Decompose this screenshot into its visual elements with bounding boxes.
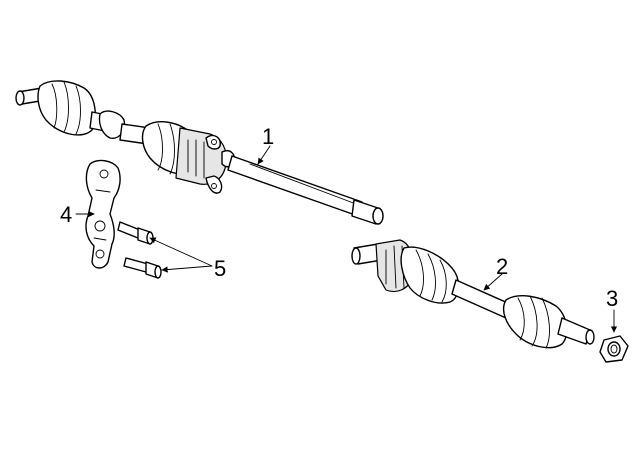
callout-2: 2 [496, 254, 508, 279]
callout-4: 4 [60, 202, 72, 227]
callout-1: 1 [262, 124, 274, 149]
support-bracket-drawing [85, 159, 121, 269]
callout-5: 5 [214, 256, 226, 281]
axle-2-drawing [351, 239, 595, 349]
callout-3: 3 [606, 286, 618, 311]
axle-1-drawing [15, 80, 384, 225]
callout-leaders [75, 145, 618, 333]
axle-nut-drawing [599, 335, 629, 363]
bracket-bolts-drawing [117, 221, 162, 279]
